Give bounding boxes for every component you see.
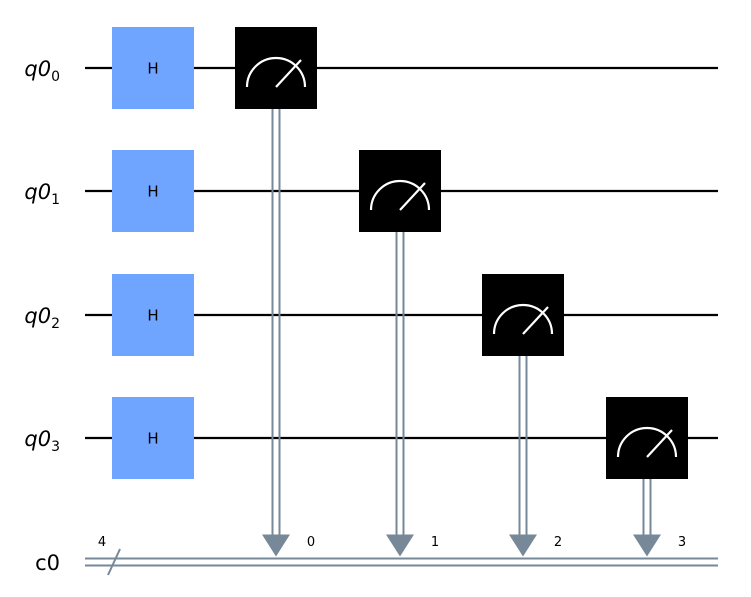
clbit-index-label: 3: [678, 535, 686, 550]
measure-connector-0: 0: [262, 109, 315, 557]
classical-register-label: c0: [35, 551, 60, 575]
qubit-label-subscript: 0: [51, 69, 60, 85]
clbit-index-label: 1: [431, 535, 439, 550]
measure-gate-box: [235, 27, 317, 109]
down-arrow-icon: [262, 534, 290, 557]
measure-gate-q0: [235, 27, 317, 109]
hadamard-gate-label: H: [147, 430, 158, 448]
hadamard-gate-q2: H: [112, 274, 194, 356]
hadamard-gate-label: H: [147, 183, 158, 201]
hadamard-gate-label: H: [147, 60, 158, 78]
hadamard-gate-q3: H: [112, 397, 194, 479]
qubit-label-subscript: 3: [51, 439, 60, 455]
meter-gauge-icon: [369, 179, 431, 211]
qubit-label-2: q02: [24, 304, 60, 332]
meter-gauge-icon: [492, 303, 554, 335]
measure-gate-q2: [482, 274, 564, 356]
meter-needle: [399, 182, 426, 211]
qubit-label-subscript: 2: [51, 316, 60, 332]
qubit-label-subscript: 1: [51, 192, 60, 208]
measure-connectors: 0 1 2 3: [262, 109, 686, 557]
hadamard-gate-box: [112, 150, 194, 232]
meter-gauge-icon: [616, 426, 678, 458]
meter-needle: [522, 306, 549, 335]
measure-gate-box: [359, 150, 441, 232]
meter-needle: [646, 429, 673, 458]
qubit-label-0: q00: [24, 57, 60, 85]
down-arrow-icon: [633, 534, 661, 557]
classical-wire: 4: [85, 535, 718, 576]
measure-gate-box: [482, 274, 564, 356]
measure-gate-q1: [359, 150, 441, 232]
measure-connector-2: 2: [509, 356, 562, 557]
qubit-label-3: q03: [24, 427, 60, 455]
clbit-index-label: 0: [307, 535, 315, 550]
hadamard-gate-label: H: [147, 307, 158, 325]
qubit-label-main: q0: [24, 304, 51, 328]
qubit-label-1: q01: [24, 180, 60, 208]
meter-needle: [275, 59, 302, 88]
qubit-label-main: q0: [24, 57, 51, 81]
qubit-label-main: q0: [24, 427, 51, 451]
hadamard-gate-box: [112, 397, 194, 479]
hadamard-gate-box: [112, 27, 194, 109]
hadamard-gate-box: [112, 274, 194, 356]
measure-connector-3: 3: [633, 479, 686, 557]
measure-gate-q3: [606, 397, 688, 479]
meter-gauge-icon: [245, 56, 307, 88]
down-arrow-icon: [386, 534, 414, 557]
qubit-label-main: q0: [24, 180, 51, 204]
measure-connector-1: 1: [386, 232, 439, 557]
hadamard-gate-q0: H: [112, 27, 194, 109]
qubit-wires: [85, 66, 718, 440]
down-arrow-icon: [509, 534, 537, 557]
classical-register-size: 4: [98, 535, 106, 550]
hadamard-gate-q1: H: [112, 150, 194, 232]
gates: H H H H: [112, 27, 688, 479]
clbit-index-label: 2: [554, 535, 562, 550]
slash-bundle-icon: [107, 548, 121, 576]
measure-gate-box: [606, 397, 688, 479]
